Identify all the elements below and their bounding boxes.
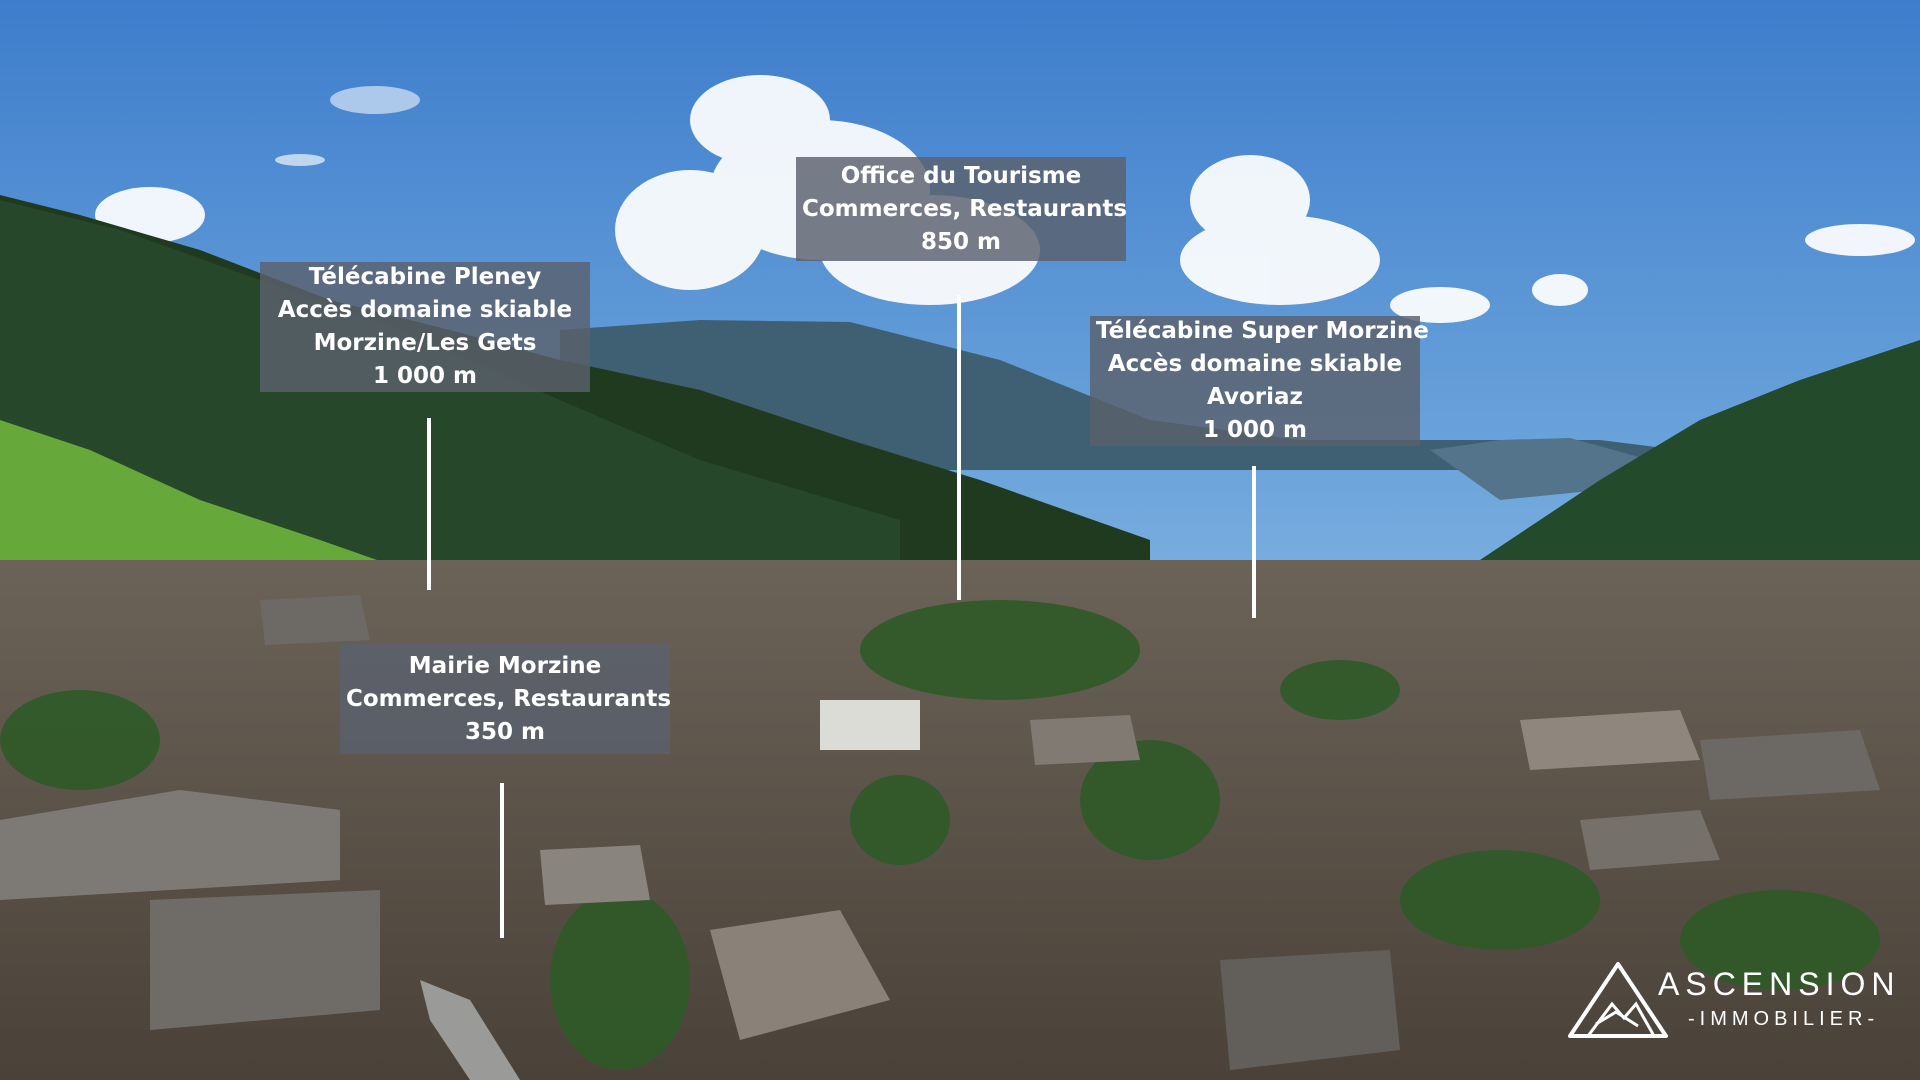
label-telecabine-pleney: Télécabine Pleney Accès domaine skiable … [260,262,590,392]
label-office-tourisme: Office du Tourisme Commerces, Restaurant… [796,157,1128,261]
pleney-title: Télécabine Pleney [308,264,542,290]
super-morzine-access: Accès domaine skiable [1107,351,1403,377]
super-morzine-domain: Avoriaz [1207,384,1303,410]
mairie-distance: 350 m [465,718,545,745]
super-morzine-distance: 1 000 m [1203,417,1307,443]
label-mairie-morzine: Mairie Morzine Commerces, Restaurants 35… [340,644,672,754]
pleney-domain: Morzine/Les Gets [313,330,537,356]
mountain-triangle-icon [1568,962,1668,1038]
mairie-title: Mairie Morzine [408,652,602,679]
tourisme-distance: 850 m [921,228,1001,255]
tourisme-title: Office du Tourisme [840,162,1082,189]
pleney-access: Accès domaine skiable [277,297,573,323]
pleney-distance: 1 000 m [373,363,477,389]
tourisme-shops: Commerces, Restaurants [802,195,1128,222]
mairie-pin [500,783,504,938]
super-morzine-pin [1252,466,1256,618]
ascension-logo: ASCENSION -IMMOBILIER- [1566,960,1896,1040]
tourisme-pin [957,295,961,600]
chalet-roofs [0,595,1880,1070]
label-telecabine-super-morzine: Télécabine Super Morzine Accès domaine s… [1090,316,1429,446]
logo-subtitle: -IMMOBILIER- [1688,1008,1880,1030]
super-morzine-title: Télécabine Super Morzine [1096,318,1429,344]
pleney-pin [427,418,431,590]
mairie-shops: Commerces, Restaurants [346,685,672,712]
logo-brand: ASCENSION [1658,966,1901,1002]
far-mountains [560,320,1680,470]
road [420,980,520,1080]
trees [0,600,1880,1070]
building-white [820,700,920,750]
clouds [95,75,1915,323]
